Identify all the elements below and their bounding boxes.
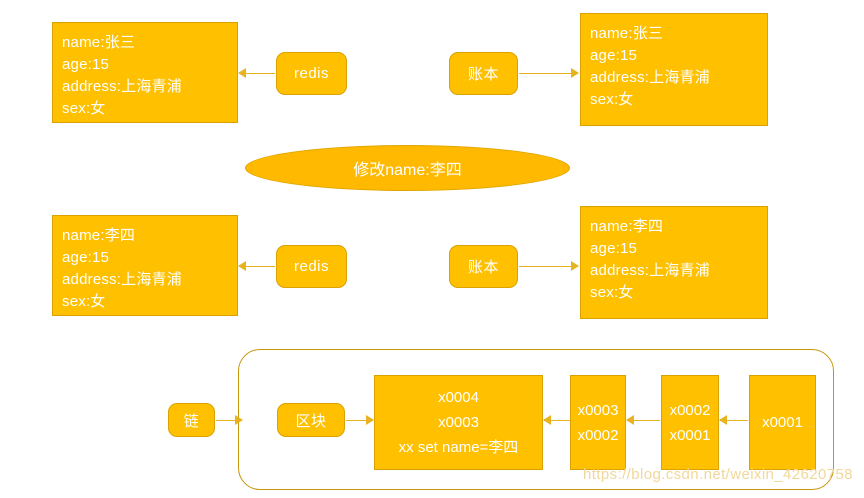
block-line: xx set name=李四 bbox=[398, 439, 519, 456]
arrow-head-right-icon bbox=[571, 68, 579, 78]
operation-ellipse: 修改name:李四 bbox=[245, 145, 570, 191]
arrow-ledger-to-record-after bbox=[519, 261, 579, 271]
record-box-before-left: name:张三 age:15 address:上海青浦 sex:女 bbox=[52, 22, 238, 123]
node-block[interactable]: 区块 bbox=[277, 403, 345, 437]
arrow-shaft bbox=[216, 419, 242, 421]
block-line: x0004 bbox=[438, 389, 479, 406]
record-line: age:15 bbox=[62, 56, 110, 73]
arrow-head-right-icon bbox=[571, 261, 579, 271]
record-box-before-right: name:张三 age:15 address:上海青浦 sex:女 bbox=[580, 13, 768, 126]
record-line: sex:女 bbox=[62, 100, 106, 117]
record-box-after-left: name:李四 age:15 address:上海青浦 sex:女 bbox=[52, 215, 238, 316]
arrow-shaft bbox=[519, 265, 578, 267]
node-label: redis bbox=[293, 258, 329, 275]
arrow-head-left-icon bbox=[238, 261, 246, 271]
record-line: address:上海青浦 bbox=[590, 262, 710, 279]
arrow-shaft bbox=[544, 419, 570, 421]
arrow-shaft bbox=[627, 419, 660, 421]
arrow-head-right-icon bbox=[366, 415, 374, 425]
arrow-shaft bbox=[720, 419, 748, 421]
arrow-chain-to-container bbox=[216, 415, 243, 425]
node-label: 账本 bbox=[467, 66, 499, 83]
arrow-head-left-icon bbox=[626, 415, 634, 425]
arrow-block2-to-block3 bbox=[626, 415, 660, 425]
chain-block-3: x0003 x0002 bbox=[570, 375, 626, 470]
arrow-shaft bbox=[346, 419, 373, 421]
arrow-head-left-icon bbox=[719, 415, 727, 425]
record-line: sex:女 bbox=[62, 293, 106, 310]
arrow-redis-to-record-before bbox=[238, 68, 275, 78]
arrow-block1-to-block2 bbox=[719, 415, 748, 425]
node-label: 账本 bbox=[467, 259, 499, 276]
arrow-block-to-block4 bbox=[346, 415, 374, 425]
node-label: 链 bbox=[183, 412, 200, 430]
block-line: x0003 bbox=[438, 414, 479, 431]
node-redis-after[interactable]: redis bbox=[276, 245, 347, 288]
node-label: 区块 bbox=[295, 412, 327, 430]
record-line: address:上海青浦 bbox=[62, 78, 182, 95]
block-line: x0001 bbox=[762, 414, 803, 431]
arrow-ledger-to-record-before bbox=[519, 68, 579, 78]
arrow-block3-to-block4 bbox=[543, 415, 570, 425]
arrow-shaft bbox=[519, 72, 578, 74]
arrow-redis-to-record-after bbox=[238, 261, 275, 271]
chain-block-4: x0004 x0003 xx set name=李四 bbox=[374, 375, 543, 470]
record-line: name:张三 bbox=[590, 25, 664, 42]
record-line: address:上海青浦 bbox=[590, 69, 710, 86]
arrow-shaft bbox=[239, 72, 275, 74]
node-ledger-before[interactable]: 账本 bbox=[449, 52, 518, 95]
block-line: x0003 bbox=[577, 401, 619, 419]
record-line: name:李四 bbox=[62, 227, 136, 244]
record-line: age:15 bbox=[62, 249, 110, 266]
record-line: name:张三 bbox=[62, 34, 136, 51]
record-line: age:15 bbox=[590, 47, 638, 64]
chain-block-2: x0002 x0001 bbox=[661, 375, 719, 470]
arrow-head-right-icon bbox=[235, 415, 243, 425]
chain-block-1: x0001 bbox=[749, 375, 816, 470]
arrow-shaft bbox=[239, 265, 275, 267]
block-line: x0002 bbox=[577, 426, 619, 444]
record-line: name:李四 bbox=[590, 218, 664, 235]
node-redis-before[interactable]: redis bbox=[276, 52, 347, 95]
operation-label: 修改name:李四 bbox=[353, 162, 462, 179]
block-line: x0002 bbox=[669, 401, 711, 419]
record-box-after-right: name:李四 age:15 address:上海青浦 sex:女 bbox=[580, 206, 768, 319]
record-line: address:上海青浦 bbox=[62, 271, 182, 288]
node-chain[interactable]: 链 bbox=[168, 403, 215, 437]
record-line: sex:女 bbox=[590, 284, 634, 301]
block-line: x0001 bbox=[669, 426, 711, 444]
node-ledger-after[interactable]: 账本 bbox=[449, 245, 518, 288]
arrow-head-left-icon bbox=[238, 68, 246, 78]
node-label: redis bbox=[293, 65, 329, 82]
arrow-head-left-icon bbox=[543, 415, 551, 425]
record-line: sex:女 bbox=[590, 91, 634, 108]
record-line: age:15 bbox=[590, 240, 638, 257]
